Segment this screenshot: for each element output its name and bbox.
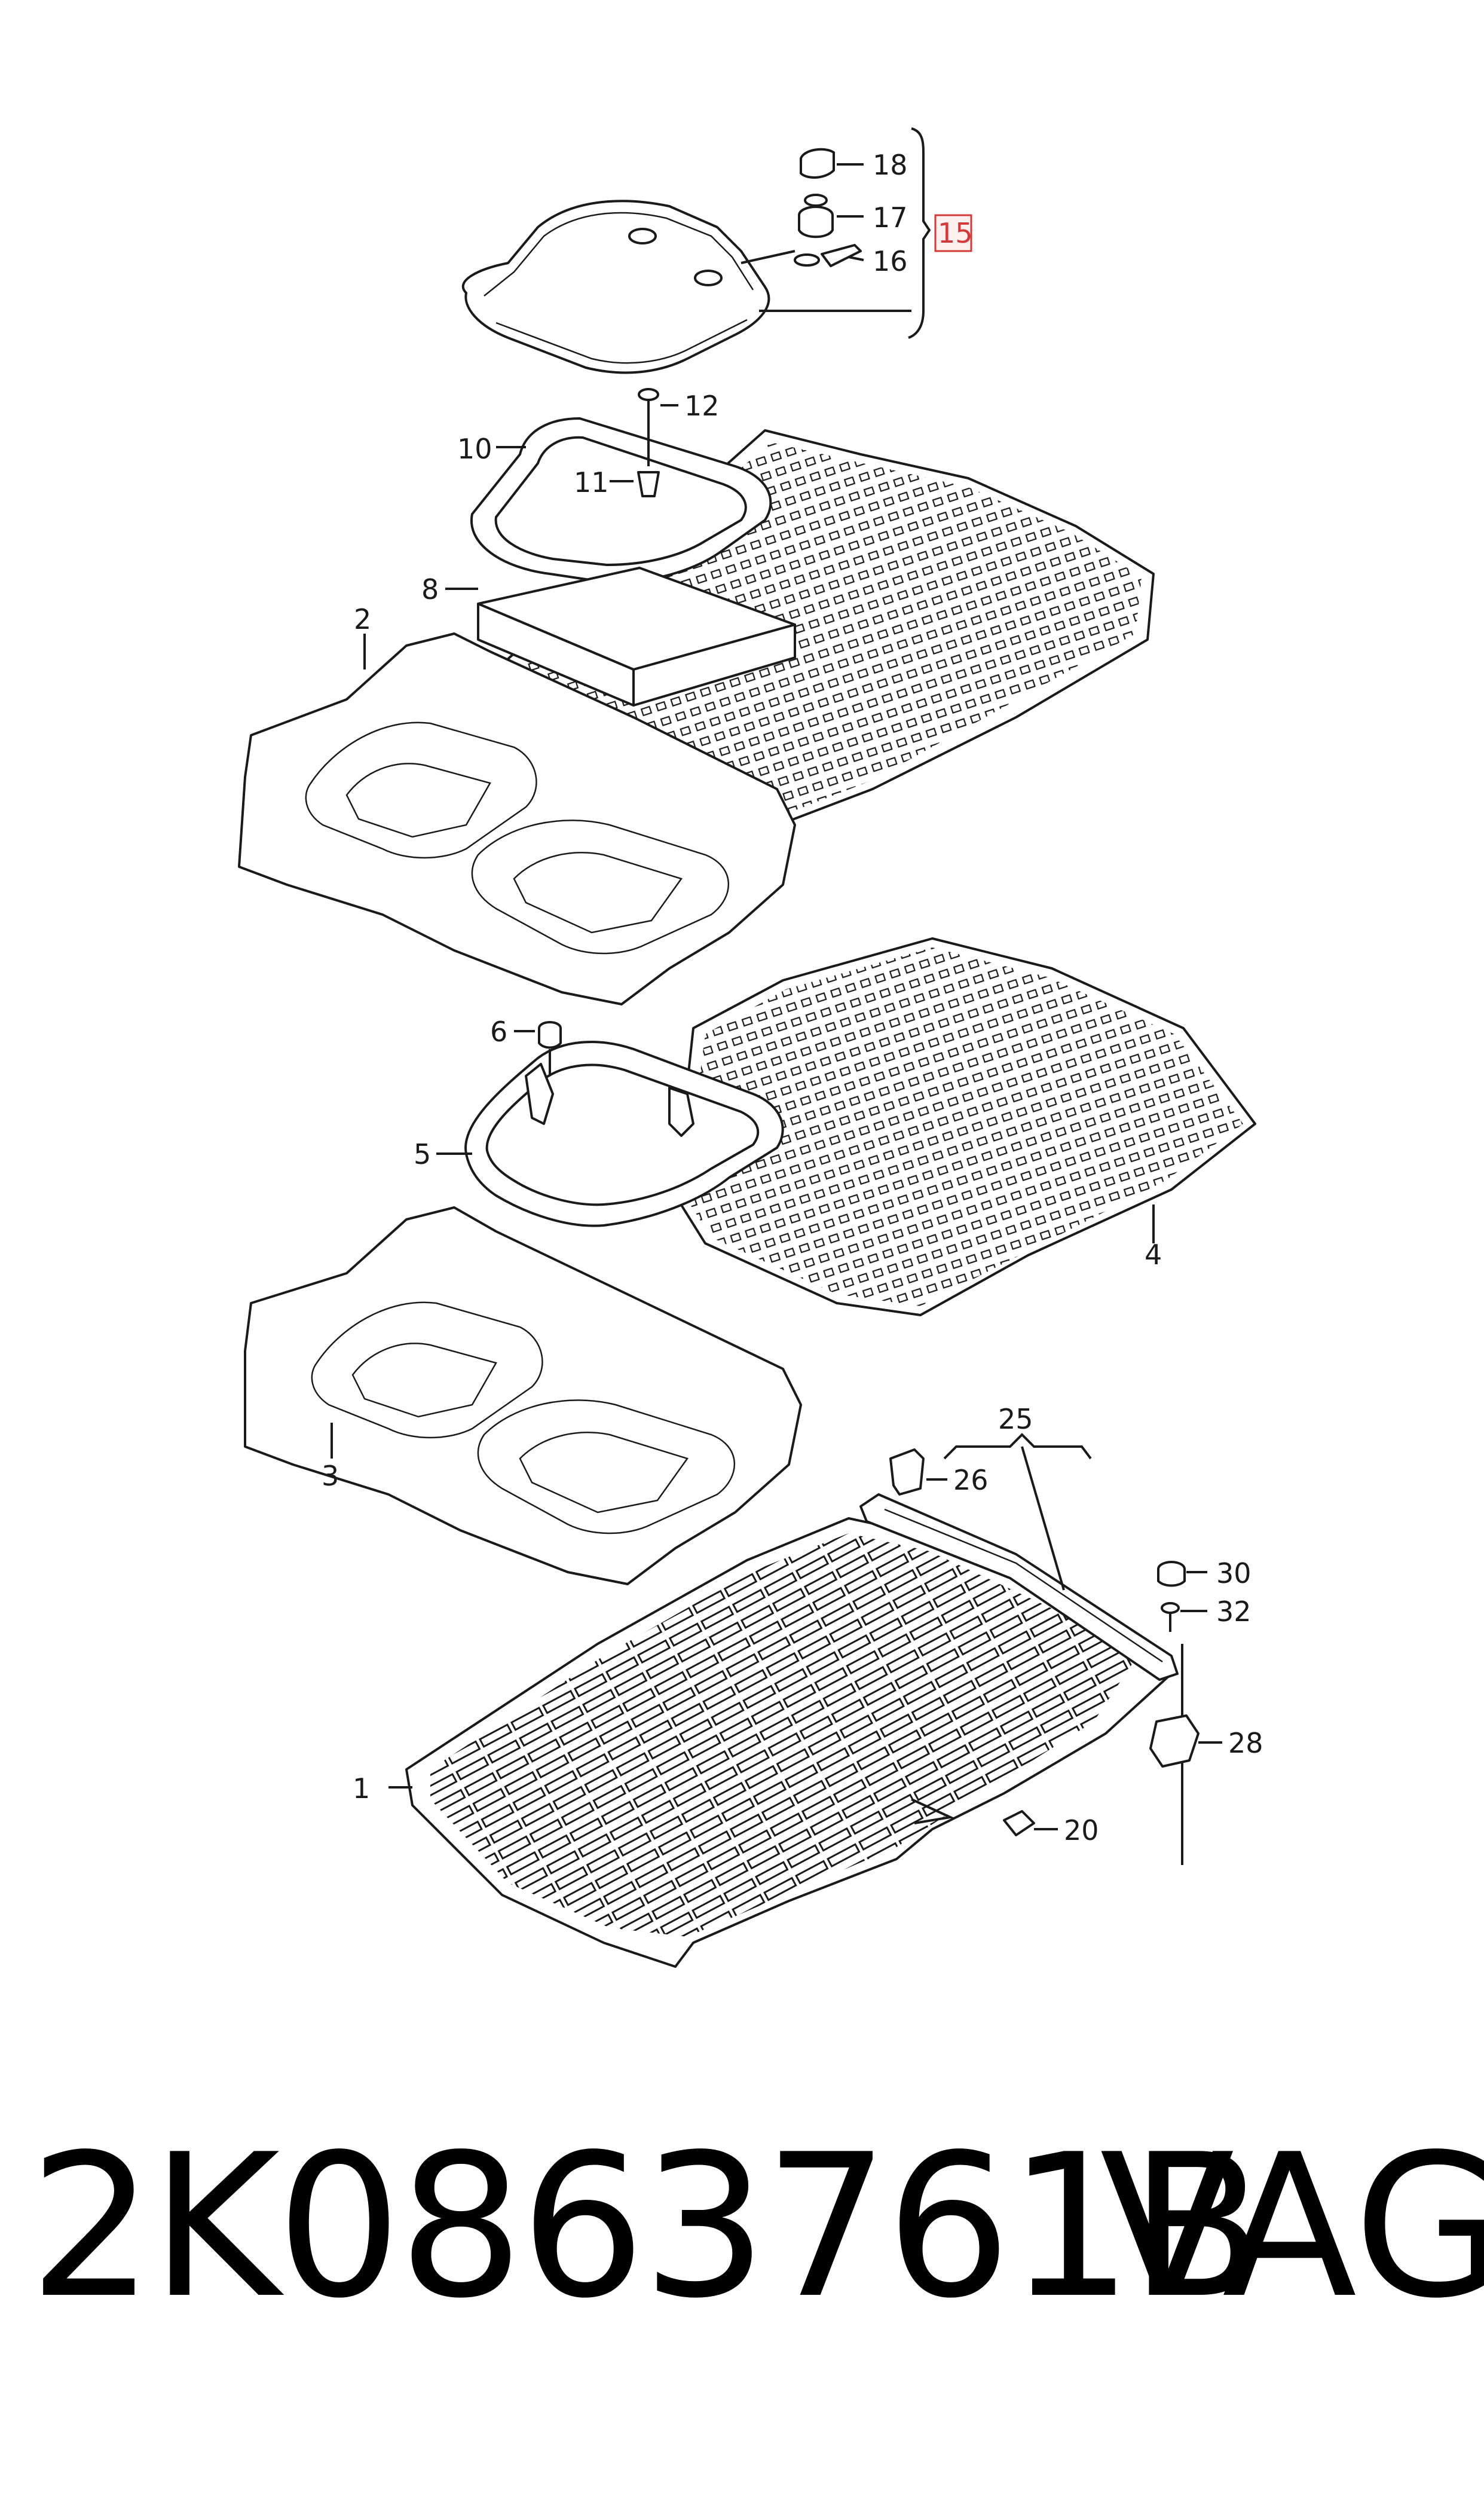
- callout-2: 2: [354, 603, 371, 635]
- callout-4: 4: [1145, 1239, 1162, 1271]
- callout-6: 6: [490, 1016, 507, 1048]
- callout-8: 8: [421, 573, 439, 606]
- nut-part-6: [538, 1021, 562, 1076]
- callout-10: 10: [457, 433, 492, 465]
- callout-17: 17: [873, 201, 908, 234]
- callout-15-highlight-box: [934, 214, 972, 252]
- callout-25: 25: [998, 1403, 1033, 1435]
- callout-32: 32: [1216, 1595, 1252, 1628]
- part-number: 2K0863761B: [29, 2112, 1265, 2341]
- clip-part-28: [1149, 1714, 1200, 1768]
- floor-trim-part-2: [238, 632, 796, 1005]
- foam-insert-part-8: [477, 567, 796, 707]
- callout-1: 1: [353, 1772, 370, 1805]
- callout-12: 12: [684, 390, 720, 422]
- storage-lid-part-15: [461, 200, 770, 374]
- cap-part-30: [1157, 1561, 1186, 1587]
- rubber-mat-part-4: [674, 937, 1256, 1316]
- clip-part-11: [637, 471, 660, 497]
- callout-3: 3: [322, 1460, 339, 1492]
- callout-15: 15: [938, 217, 973, 249]
- plug-part-20: [1003, 1810, 1035, 1836]
- callout-11: 11: [574, 466, 609, 499]
- clip-part-26: [889, 1448, 925, 1496]
- screw-part-12: [638, 388, 659, 466]
- fastener-part-17: [798, 194, 834, 239]
- brand-label: VAG: [1100, 2112, 1484, 2341]
- frame-part-5: [464, 1041, 784, 1227]
- callout-20: 20: [1064, 1814, 1099, 1847]
- callout-30: 30: [1216, 1557, 1252, 1589]
- load-floor-part-1: [405, 1517, 1173, 1968]
- callout-18: 18: [873, 149, 908, 181]
- floor-trim-part-3: [244, 1206, 802, 1585]
- callout-28: 28: [1228, 1727, 1263, 1759]
- callout-5: 5: [414, 1138, 431, 1170]
- callout-16: 16: [873, 245, 908, 277]
- frame-part-10: [470, 417, 772, 584]
- fastener-part-16: [794, 244, 862, 267]
- callout-26: 26: [953, 1464, 989, 1496]
- trim-strip-part-25: [859, 1493, 1179, 1681]
- fastener-part-18: [800, 148, 835, 179]
